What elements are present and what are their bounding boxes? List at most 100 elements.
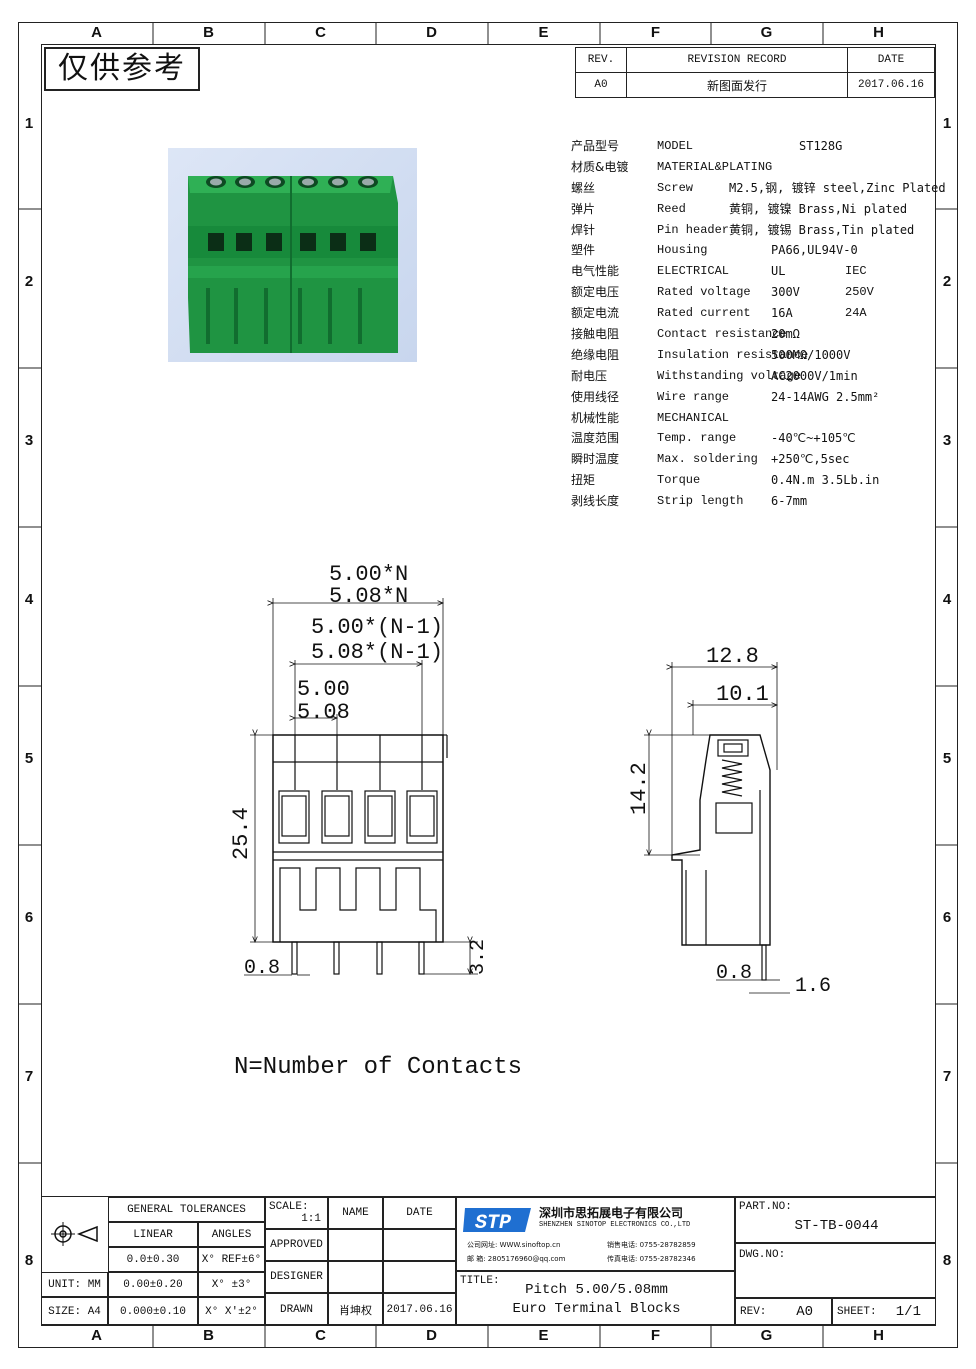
company-name-en: SHENZHEN SINOTOP ELECTRONICS CO.,LTD <box>539 1221 691 1229</box>
spec-en: MATERIAL&PLATING <box>657 159 773 174</box>
zone-row-7: 7 <box>24 1068 34 1085</box>
spec-cn: 产品型号 <box>571 139 620 153</box>
linear-label: LINEAR <box>108 1222 198 1247</box>
revision-table: REV. REVISION RECORD DATE A0 新图面发行 2017.… <box>575 47 935 98</box>
tol-angle-1: X° REF±6° <box>198 1247 265 1272</box>
company-name-cn: 深圳市思拓展电子有限公司 <box>539 1206 684 1220</box>
drawn-date: 2017.06.16 <box>383 1293 456 1326</box>
dwg-no-cell: DWG.NO: <box>735 1243 936 1298</box>
designer-date <box>383 1261 456 1293</box>
zone-col-g: G <box>760 24 773 41</box>
spec-cn: 塑件 <box>571 243 596 258</box>
spec-cn: 瞬时温度 <box>571 452 620 467</box>
drawn-label: DRAWN <box>265 1293 328 1326</box>
zone-col-c-bottom: C <box>315 1327 326 1344</box>
terminal-block-image <box>188 176 398 353</box>
dim-pitch-n1-2: 5.08*(N-1) <box>311 640 443 665</box>
spec-v2: 24A <box>845 306 867 321</box>
scale-value: 1:1 <box>301 1213 321 1225</box>
company-block: STP 深圳市思拓展电子有限公司 SHENZHEN SINOTOP ELECTR… <box>456 1197 735 1271</box>
spec-v1: 24-14AWG 2.5mm² <box>771 389 880 404</box>
title-line-2: Euro Terminal Blocks <box>512 1301 681 1317</box>
dimension-labels: 5.00*N 5.08*N 5.00*(N-1) 5.08*(N-1) 5.00… <box>229 562 831 998</box>
spec-v1: ST128G <box>799 139 843 153</box>
inner-frame <box>41 44 936 1325</box>
front-view <box>244 598 478 976</box>
side-view <box>644 662 790 994</box>
sheet-label: SHEET: <box>837 1306 877 1318</box>
tol-angle-2: X° ±3° <box>198 1272 265 1297</box>
spec-v1: -40℃~+105℃ <box>771 431 856 446</box>
zone-row-8: 8 <box>24 1252 34 1269</box>
zone-row-5-right: 5 <box>942 750 952 767</box>
spec-en: Temp. range <box>657 431 737 446</box>
zone-row-6-right: 6 <box>942 909 952 926</box>
spec-v1: AC2000V/1min <box>771 368 858 383</box>
size-label: SIZE: A4 <box>41 1297 108 1326</box>
name-header: NAME <box>328 1197 383 1229</box>
spec-cn: 材质&电镀 <box>571 159 629 174</box>
rev-cell-record: 新图面发行 <box>626 72 848 98</box>
dim-pitch-2: 5.08 <box>297 700 350 725</box>
dim-side-width: 12.8 <box>706 644 759 669</box>
title-cell: TITLE: Pitch 5.00/5.08mm Euro Terminal B… <box>456 1271 735 1326</box>
company-logo: STP <box>463 1208 531 1235</box>
company-sales-phone: 销售电话: 0755-28782859 <box>607 1241 696 1249</box>
spec-en: Housing <box>657 243 708 258</box>
rev-value: A0 <box>796 1304 813 1320</box>
spec-en: Reed <box>657 201 686 216</box>
spec-cn: 剥线长度 <box>571 494 620 509</box>
rev-header-record: REVISION RECORD <box>626 47 848 73</box>
dim-height: 25.4 <box>229 807 254 860</box>
spec-en: Rated voltage <box>657 285 751 300</box>
zone-row-7-right: 7 <box>942 1068 952 1085</box>
zone-col-d: D <box>426 24 437 41</box>
spec-en: Strip length <box>657 494 744 509</box>
projection-symbol <box>41 1197 108 1271</box>
spec-v2: 250V <box>845 285 874 300</box>
zone-col-a-bottom: A <box>91 1327 102 1344</box>
part-no-cell: PART.NO: ST-TB-0044 <box>735 1197 936 1243</box>
part-no-value: ST-TB-0044 <box>794 1218 879 1234</box>
dim-pitch-total-2: 5.08*N <box>329 584 408 609</box>
rev-cell-date: 2017.06.16 <box>847 72 935 98</box>
spec-cn: 额定电流 <box>571 306 620 321</box>
spec-en: Rated current <box>657 306 751 321</box>
zone-row-8-right: 8 <box>942 1252 952 1269</box>
spec-v1: +250℃,5sec <box>771 452 850 467</box>
spec-cn: 耐电压 <box>571 368 608 383</box>
spec-v1: 300V <box>771 285 800 300</box>
spec-v1: 500MΩ/1000V <box>771 347 851 362</box>
spec-cn: 使用线径 <box>571 389 620 404</box>
zone-row-4-right: 4 <box>942 591 952 608</box>
spec-en: Withstanding voltage <box>657 368 802 383</box>
dim-pin-width: 0.8 <box>244 957 280 980</box>
zone-col-b: B <box>203 24 214 41</box>
dim-side-height: 14.2 <box>627 762 652 815</box>
zone-col-h-bottom: H <box>873 1327 884 1344</box>
zone-row-2-right: 2 <box>942 273 952 290</box>
spec-v1: 黄铜, 镀镍 Brass,Ni plated <box>729 201 908 216</box>
zone-col-a: A <box>91 24 102 41</box>
designer-name <box>328 1261 383 1293</box>
spec-v2: IEC <box>845 264 867 279</box>
spec-en: Contact resistance <box>657 327 787 342</box>
spec-cn: 绝缘电阻 <box>571 347 620 362</box>
zone-row-1-right: 1 <box>942 115 952 132</box>
reference-only-stamp: 仅供参考 <box>44 47 200 91</box>
spec-cn: 螺丝 <box>571 180 596 195</box>
dim-pitch-total-1: 5.00*N <box>329 562 408 587</box>
approved-label: APPROVED <box>265 1229 328 1261</box>
